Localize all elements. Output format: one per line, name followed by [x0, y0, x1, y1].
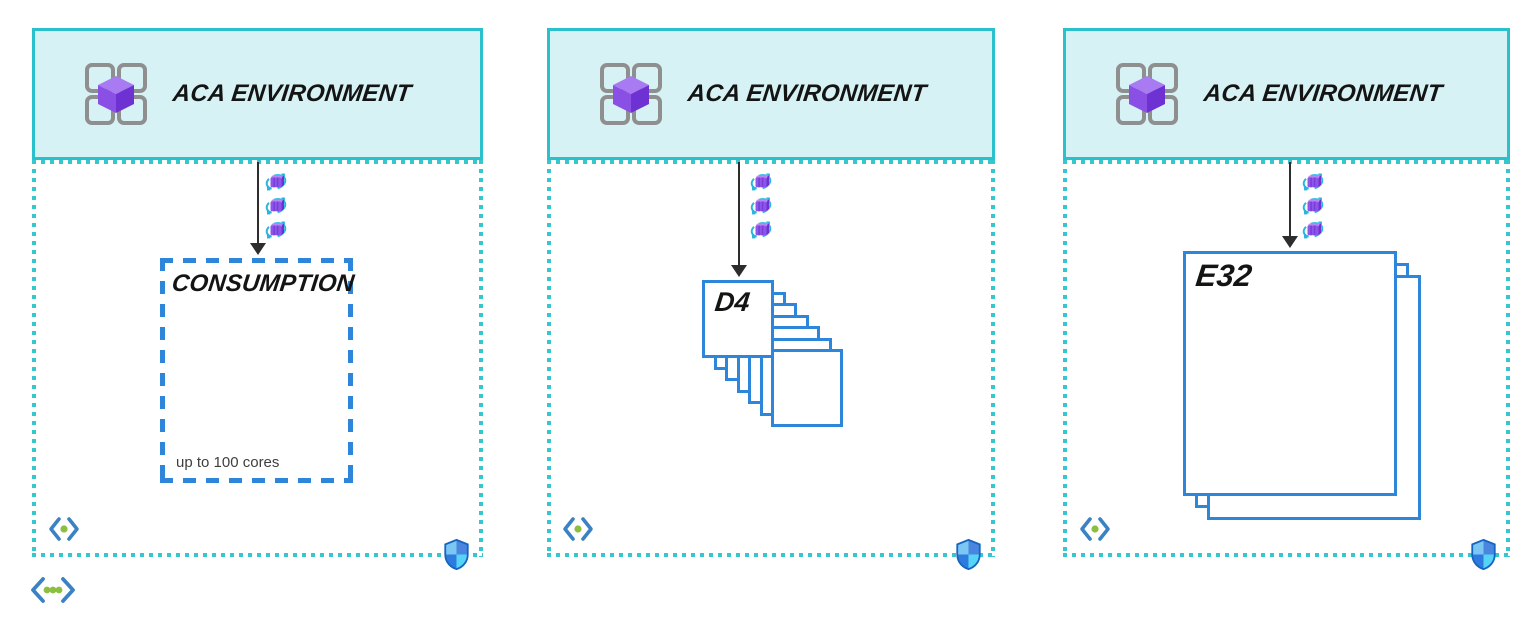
- panel-title: ACA ENVIRONMENT: [686, 80, 928, 107]
- aca-environment-panel-e32: ACA ENVIRONMENT E32: [1063, 28, 1510, 557]
- container-app-replicas: [750, 171, 772, 241]
- container-app-icon: [1302, 171, 1324, 193]
- panel-header: ACA ENVIRONMENT: [32, 28, 483, 160]
- cores-note: up to 100 cores: [176, 454, 280, 471]
- container-app-replicas: [265, 171, 287, 241]
- aca-environment-icon: [85, 63, 147, 125]
- workload-profile-card: D4: [702, 280, 774, 358]
- plan-label: D4: [713, 287, 752, 317]
- workload-profile-stack: E32: [1183, 251, 1421, 520]
- container-app-icon: [1302, 219, 1324, 241]
- panel-title: ACA ENVIRONMENT: [1202, 80, 1444, 107]
- container-app-icon: [265, 219, 287, 241]
- deploy-arrow: [1282, 162, 1298, 248]
- security-shield-icon: [955, 538, 982, 571]
- container-app-icon: [750, 171, 772, 193]
- container-app-icon: [750, 195, 772, 217]
- environment-boundary: D4: [547, 160, 995, 557]
- aca-environment-icon: [1116, 63, 1178, 125]
- security-shield-icon: [1470, 538, 1497, 571]
- security-shield-icon: [443, 538, 470, 571]
- code-bracket-dot-icon: [1080, 517, 1110, 541]
- consumption-plan-box: CONSUMPTION up to 100 cores: [160, 258, 356, 483]
- workload-profile-card: [771, 349, 843, 427]
- plan-label: CONSUMPTION: [170, 270, 356, 297]
- environment-boundary: CONSUMPTION up to 100 cores: [32, 160, 483, 557]
- container-app-replicas: [1302, 171, 1324, 241]
- aca-environment-panel-d4: ACA ENVIRONMENT D4: [547, 28, 995, 557]
- panel-header: ACA ENVIRONMENT: [1063, 28, 1510, 160]
- deploy-arrow: [731, 162, 747, 277]
- code-bracket-three-dots-icon: [31, 577, 75, 603]
- deploy-arrow: [250, 162, 266, 255]
- aca-environment-icon: [600, 63, 662, 125]
- container-app-icon: [265, 171, 287, 193]
- aca-environment-panel-consumption: ACA ENVIRONMENT CONSUMPTION up to 100 co…: [32, 28, 483, 557]
- workload-profile-card: E32: [1183, 251, 1397, 496]
- workload-profile-stack: D4: [702, 280, 843, 427]
- plan-label: E32: [1193, 258, 1254, 293]
- container-app-icon: [265, 195, 287, 217]
- container-app-icon: [750, 219, 772, 241]
- environment-boundary: E32: [1063, 160, 1510, 557]
- code-bracket-dot-icon: [563, 517, 593, 541]
- panel-header: ACA ENVIRONMENT: [547, 28, 995, 160]
- container-app-icon: [1302, 195, 1324, 217]
- panel-title: ACA ENVIRONMENT: [171, 80, 413, 107]
- code-bracket-dot-icon: [49, 517, 79, 541]
